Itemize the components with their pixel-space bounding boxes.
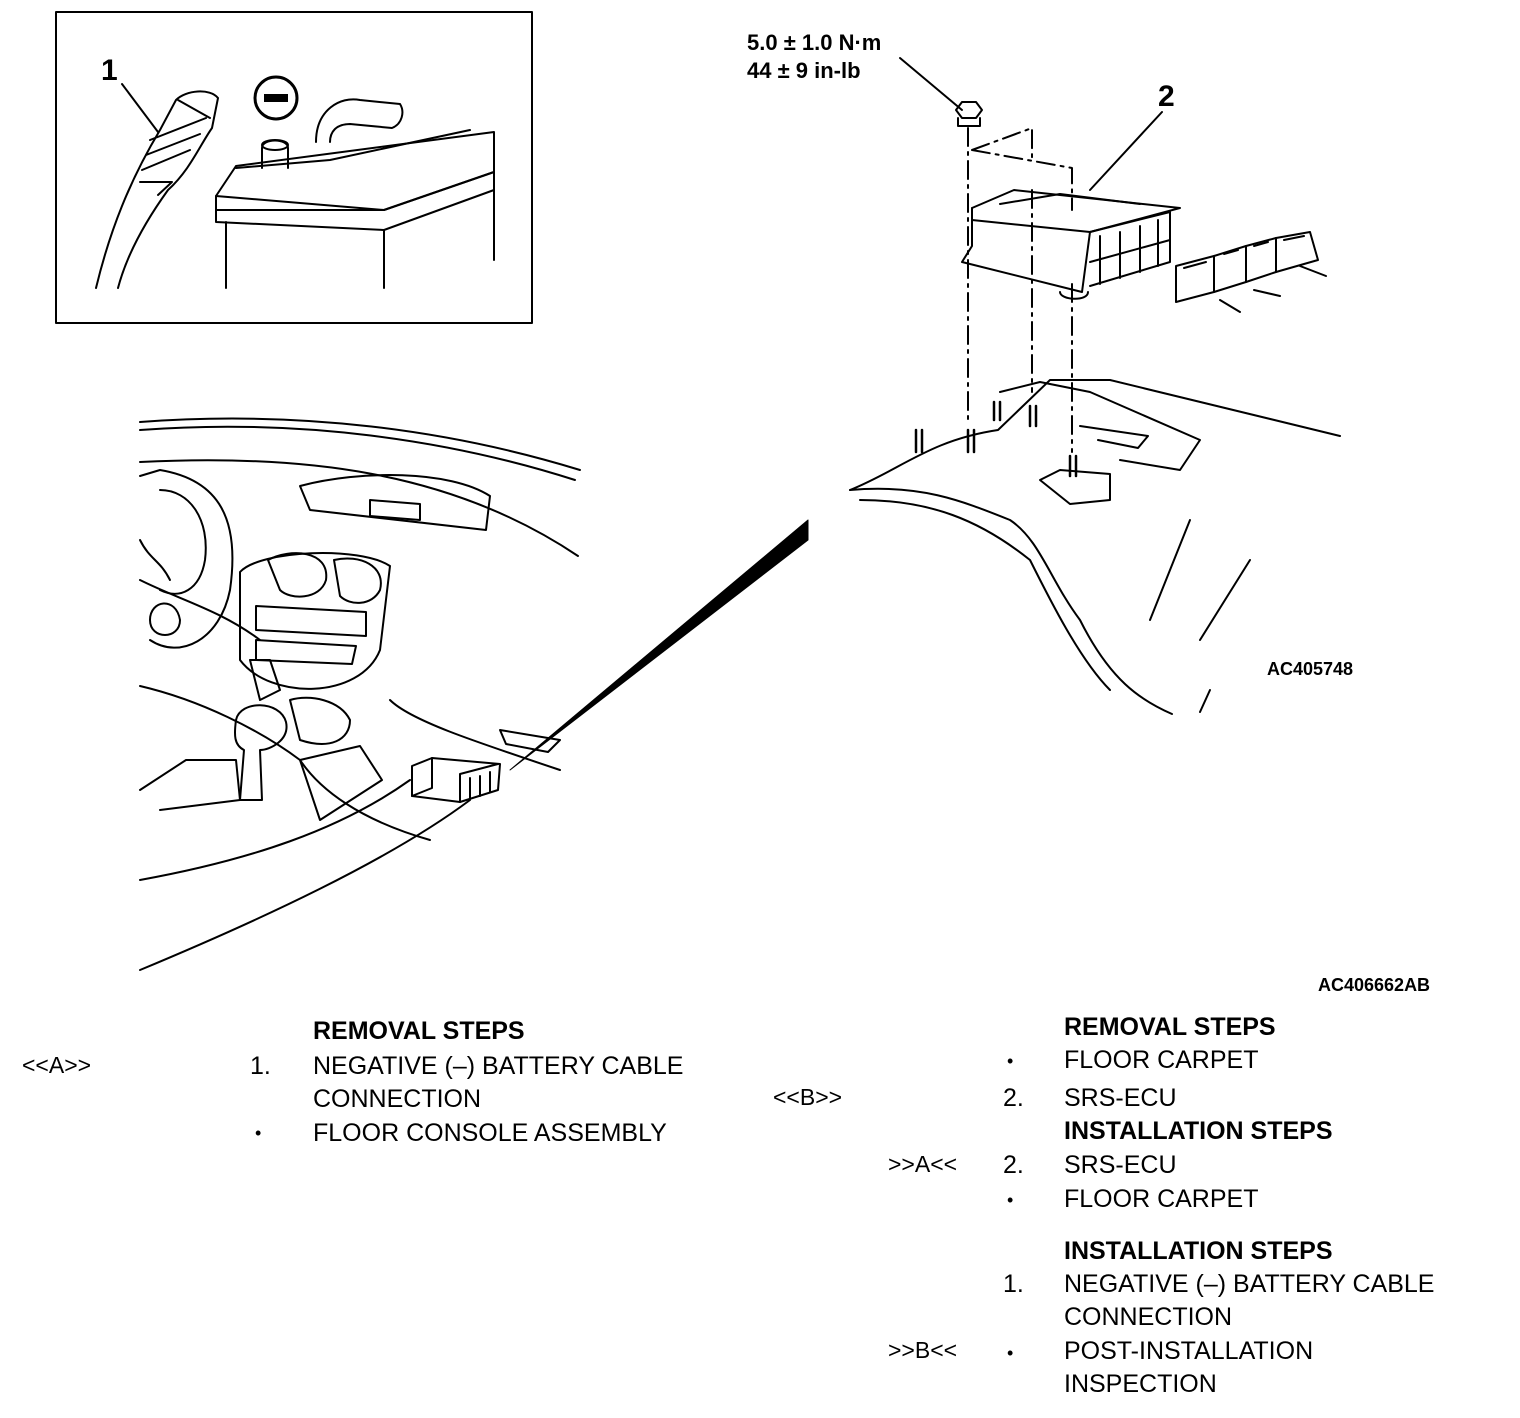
figure-id-detail: AC405748 <box>1267 659 1354 679</box>
battery-inset <box>55 11 533 324</box>
right-removal-heading: REMOVAL STEPS <box>1064 1013 1276 1041</box>
callout-1-label: 1 <box>101 54 118 87</box>
step-text: NEGATIVE (–) BATTERY CABLE <box>1064 1270 1435 1298</box>
step-text: FLOOR CARPET <box>1064 1185 1259 1213</box>
step-text-continued: CONNECTION <box>1064 1303 1233 1331</box>
callout-2-leader <box>1089 111 1163 191</box>
torque-leader <box>899 57 963 111</box>
callout-2-label: 2 <box>1158 80 1175 113</box>
step-mark: >>B<< <box>888 1337 958 1363</box>
diagram-artwork <box>55 11 1341 971</box>
step-text: FLOOR CARPET <box>1064 1046 1259 1074</box>
step-bullet: • <box>1007 1051 1014 1071</box>
step-number: 2. <box>1003 1084 1024 1112</box>
step-text: SRS-ECU <box>1064 1151 1177 1179</box>
step-bullet: • <box>1007 1343 1014 1363</box>
step-text: POST-INSTALLATION <box>1064 1337 1314 1365</box>
step-text: NEGATIVE (–) BATTERY CABLE <box>313 1052 684 1080</box>
step-bullet: • <box>1007 1190 1014 1210</box>
step-text: SRS-ECU <box>1064 1084 1177 1112</box>
right-installation-heading: INSTALLATION STEPS <box>1064 1117 1333 1145</box>
right-installation-heading-2: INSTALLATION STEPS <box>1064 1237 1333 1265</box>
step-number: 2. <box>1003 1151 1024 1179</box>
step-text-continued: INSPECTION <box>1064 1370 1217 1398</box>
step-text-continued: CONNECTION <box>313 1085 482 1113</box>
step-bullet: • <box>255 1123 262 1143</box>
step-mark: <<B>> <box>773 1084 843 1110</box>
srs-ecu-illustration <box>849 101 1341 715</box>
step-number: 1. <box>250 1052 271 1080</box>
dashboard-illustration <box>139 417 581 971</box>
step-mark: >>A<< <box>888 1151 958 1177</box>
torque-metric: 5.0 ± 1.0 N·m <box>747 30 882 55</box>
detail-pointer <box>509 519 809 771</box>
figure-id-overall: AC406662AB <box>1318 975 1431 995</box>
step-number: 1. <box>1003 1270 1024 1298</box>
left-removal-heading: REMOVAL STEPS <box>313 1017 525 1045</box>
step-mark: <<A>> <box>22 1052 92 1078</box>
step-text: FLOOR CONSOLE ASSEMBLY <box>313 1119 667 1147</box>
callout-1-leader <box>121 83 159 133</box>
torque-imperial: 44 ± 9 in-lb <box>747 58 861 83</box>
